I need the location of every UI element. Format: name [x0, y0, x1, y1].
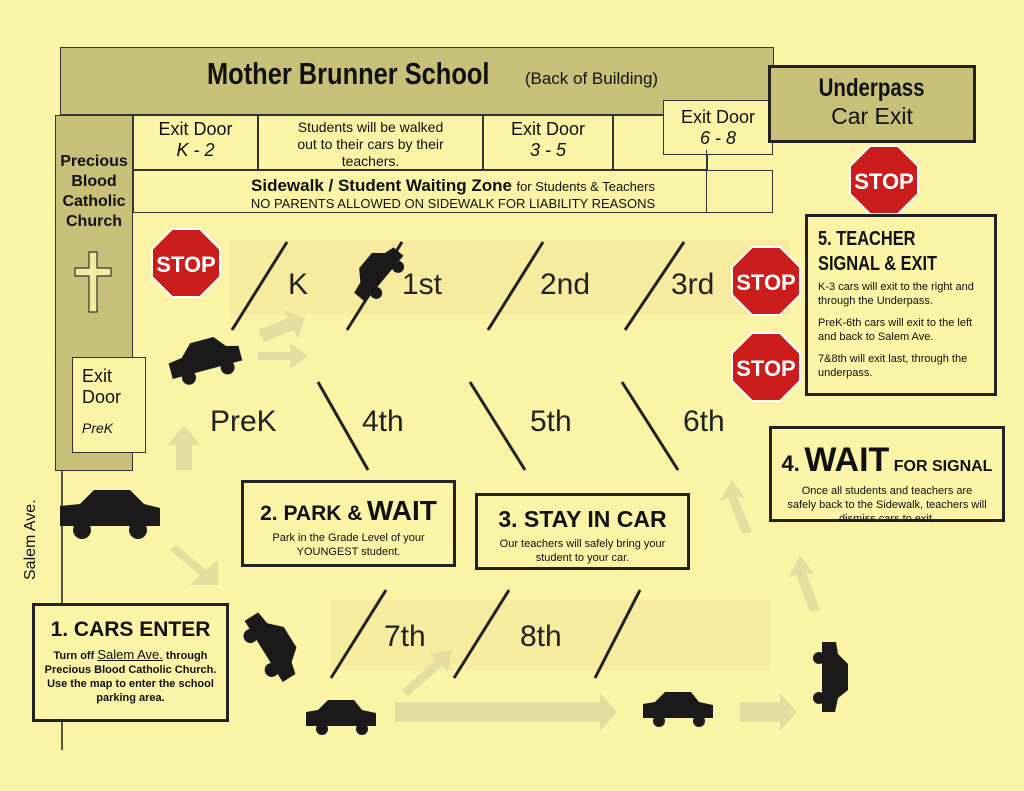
car-entry: [243, 612, 297, 682]
exit-door-k2[interactable]: Exit Door K - 2: [133, 115, 258, 170]
stop-sign-icon: STOP: [731, 332, 801, 402]
grade-8th: 8th: [520, 620, 562, 653]
row3-dividers: [329, 589, 642, 679]
stop-sign-icon: STOP: [849, 145, 919, 215]
school-name: Mother Brunner School: [206, 56, 490, 91]
step3-stay-in-car: 3. STAY IN CAR Our teachers will safely …: [475, 493, 690, 570]
step2-park-wait: 2. PARK & WAIT Park in the Grade Level o…: [241, 480, 456, 567]
exit-door-35[interactable]: Exit Door 3 - 5: [483, 115, 613, 170]
walk-note: Students will be walked out to their car…: [258, 115, 483, 170]
school-building: [60, 47, 774, 115]
exit-door-68[interactable]: Exit Door 6 - 8: [663, 100, 773, 155]
parking-band-top: [230, 240, 790, 315]
grade-prek: PreK: [210, 405, 277, 438]
church-label: Precious Blood Catholic Church: [60, 153, 128, 230]
stop-label: STOP: [156, 252, 216, 277]
grade-6th: 6th: [683, 405, 725, 438]
grade-5th: 5th: [530, 405, 572, 438]
sidewalk-divider: [706, 150, 707, 213]
underpass-car-exit[interactable]: Underpass Car Exit: [768, 65, 976, 143]
car-icons: [60, 247, 848, 735]
grade-2nd: 2nd: [540, 268, 591, 301]
sidewalk-zone: Sidewalk / Student Waiting Zone for Stud…: [133, 170, 773, 213]
step1-cars-enter: 1. CARS ENTER Turn off Salem Ave. throug…: [32, 603, 229, 722]
grade-k: K: [288, 268, 309, 301]
school-title: Mother Brunner School (Back of Building): [60, 56, 774, 92]
parking-band-bottom: [330, 600, 770, 670]
car-prek: [168, 337, 243, 385]
grade-4th: 4th: [362, 405, 404, 438]
street-label: Salem Ave.: [22, 499, 39, 580]
car-k: [354, 247, 405, 302]
stop-label: STOP: [854, 169, 914, 194]
row2-dividers: [316, 381, 680, 471]
traffic-arrows: [168, 310, 820, 731]
car-exit: [813, 642, 848, 712]
stop-sign-icon: STOP: [731, 246, 801, 316]
car-bottom-right: [643, 692, 713, 727]
car-bottom-left: [306, 700, 376, 735]
cross-icon: [74, 251, 112, 313]
grade-1st: 1st: [402, 268, 443, 301]
step5-teacher-signal: 5. TEACHER SIGNAL & EXIT K-3 cars will e…: [805, 214, 997, 396]
grade-7th: 7th: [384, 620, 426, 653]
car-salem: [60, 490, 160, 539]
exit-door-prek[interactable]: Exit Door PreK: [72, 357, 146, 453]
step4-wait-signal: 4. WAIT FOR SIGNAL Once all students and…: [769, 426, 1005, 525]
school-note: (Back of Building): [524, 69, 659, 88]
grade-3rd: 3rd: [671, 268, 715, 301]
stop-sign-icon: STOP: [151, 228, 221, 298]
stop-label: STOP: [736, 270, 796, 295]
stop-label: STOP: [736, 356, 796, 381]
